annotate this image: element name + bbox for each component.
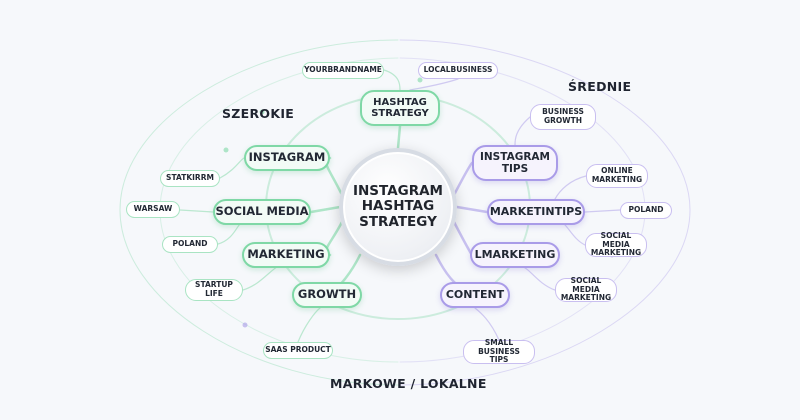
- outer-arc-left: [119, 39, 399, 386]
- node-content: CONTENT: [440, 282, 510, 308]
- node-instagram-tips: INSTAGRAM TIPS: [472, 145, 558, 181]
- node-hashtag-strategy: HASHTAG STRATEGY: [360, 90, 440, 126]
- dot-1: [417, 77, 423, 83]
- link-poland-right: [584, 209, 621, 213]
- link-statkirrm: [219, 157, 245, 179]
- dot-2: [223, 147, 229, 153]
- node-lmarketing: LMARKETING: [470, 242, 560, 268]
- link-yourbrandname: [383, 69, 401, 91]
- branch-instagram-tips: [452, 161, 474, 197]
- link-warsaw: [179, 209, 214, 213]
- branch-lmarketing: [452, 220, 474, 257]
- tag-poland-left: POLAND: [162, 236, 218, 253]
- outer-arc-right: [399, 39, 691, 386]
- link-business-growth: [514, 116, 531, 146]
- tag-localbusiness: LOCALBUSINESS: [418, 62, 498, 79]
- tag-saas-product: SAAS PRODUCT: [263, 342, 333, 359]
- link-poland-left: [217, 223, 241, 245]
- node-social-media: SOCIAL MEDIA: [213, 199, 311, 225]
- link-social-media-marketing-1: [564, 224, 586, 246]
- branch-social-media: [309, 205, 342, 214]
- link-saas-product: [297, 307, 321, 343]
- node-marketintips: MARKETINTIPS: [487, 199, 585, 225]
- section-label-medium: ŚREDNIE: [568, 79, 632, 94]
- section-label-branded-local: MARKOWE / LOKALNE: [330, 376, 487, 391]
- link-online-marketing: [554, 175, 587, 200]
- tag-business-growth: BUSINESS GROWTH: [530, 104, 596, 130]
- link-startup-life: [242, 264, 281, 291]
- tag-online-marketing: ONLINE MARKETING: [586, 164, 648, 188]
- dot-7: [242, 322, 248, 328]
- link-social-media-marketing-2: [524, 267, 556, 291]
- tag-poland-right: POLAND: [620, 202, 672, 219]
- node-marketing: MARKETING: [242, 242, 330, 268]
- section-label-broad: SZEROKIE: [222, 106, 295, 121]
- link-small-business-tips: [474, 307, 500, 341]
- tag-small-business-tips: SMALL BUSINESS TIPS: [463, 338, 535, 364]
- node-growth: GROWTH: [292, 282, 362, 308]
- link-localbusiness: [409, 78, 459, 91]
- tag-yourbrandname: YOURBRANDNAME: [302, 62, 384, 79]
- branch-marketintips: [455, 205, 489, 214]
- node-instagram: INSTAGRAM: [244, 145, 330, 171]
- tag-social-media-marketing-2: SOCIAL MEDIA MARKETING: [555, 276, 617, 302]
- tag-startup-life: STARTUP LIFE: [185, 279, 243, 301]
- dot-0: [259, 109, 265, 115]
- tag-statkirrm: STATKIRRM: [160, 170, 220, 187]
- branch-hashtag-strategy: [396, 124, 402, 150]
- tag-warsaw: WARSAW: [126, 201, 180, 218]
- tag-social-media-marketing-1: SOCIAL MEDIA MARKETING: [585, 231, 647, 257]
- center-node: INSTAGRAM HASHTAG STRATEGY: [339, 148, 457, 266]
